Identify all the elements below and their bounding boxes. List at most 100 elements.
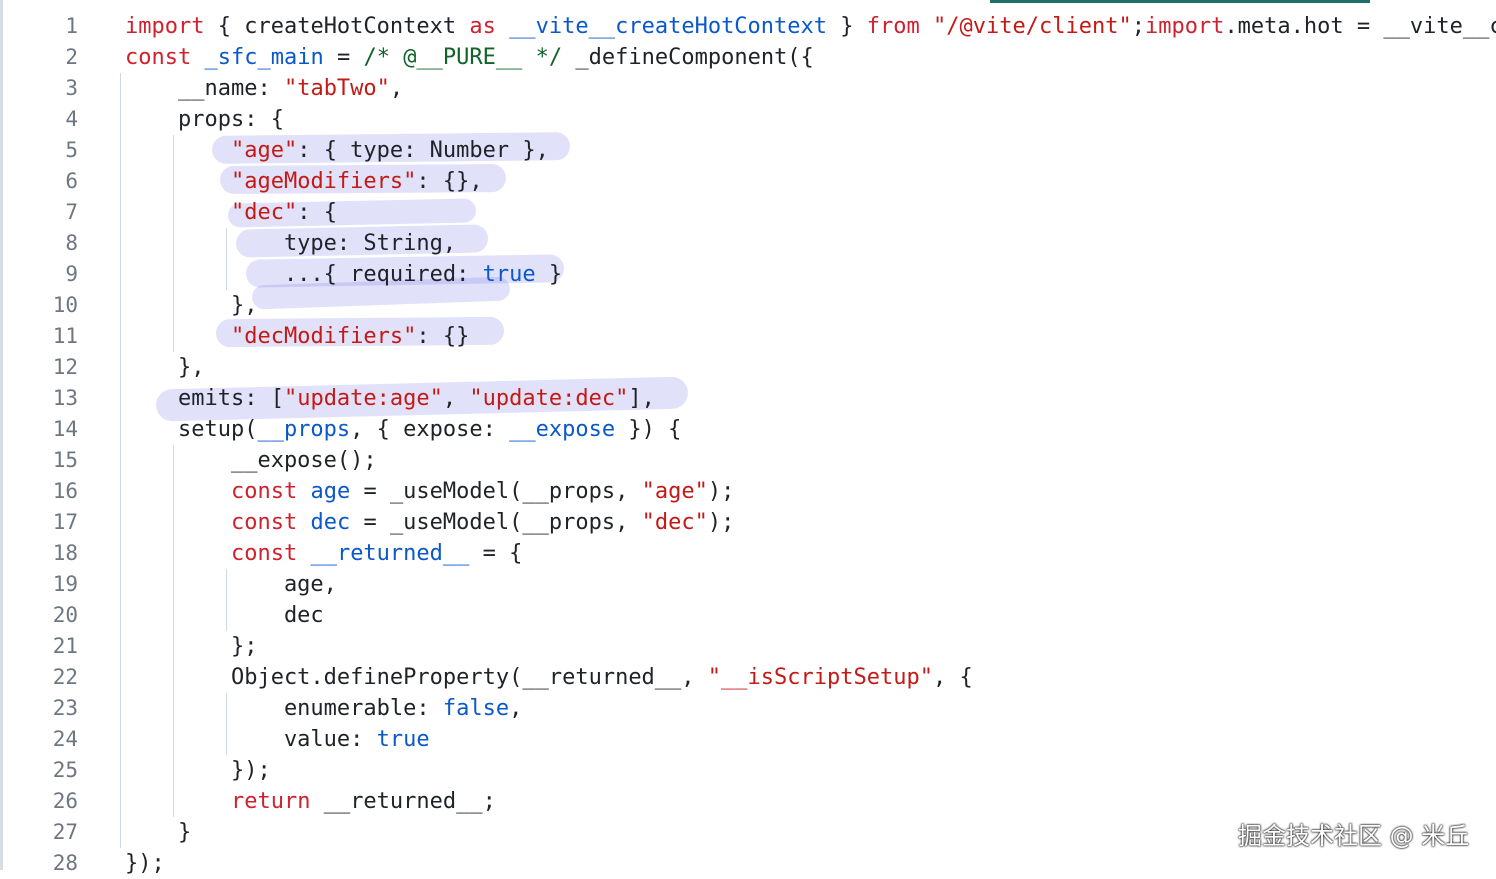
code-text: emits: ["update:age", "update:dec"], xyxy=(125,383,655,414)
code-token: }); xyxy=(125,851,165,876)
code-token: __expose(); xyxy=(125,448,377,473)
line-number: 7 xyxy=(65,200,78,224)
code-line[interactable]: 25 }); xyxy=(0,755,1496,786)
code-line[interactable]: 24 value: true xyxy=(0,724,1496,755)
code-line[interactable]: 27 } xyxy=(0,817,1496,848)
line-number: 25 xyxy=(52,758,78,782)
line-number: 6 xyxy=(65,169,78,193)
code-line[interactable]: 15 __expose(); xyxy=(0,445,1496,476)
code-text: const dec = _useModel(__props, "dec"); xyxy=(125,507,734,538)
line-number: 16 xyxy=(52,479,78,503)
code-token: .meta.hot = __vite__c xyxy=(1224,14,1496,39)
active-tab-indicator xyxy=(990,0,1370,3)
code-line[interactable]: 10 }, xyxy=(0,290,1496,321)
code-line[interactable]: 11 "decModifiers": {} xyxy=(0,321,1496,352)
code-token: _sfc_main xyxy=(204,45,324,70)
code-token: : { type: Number }, xyxy=(297,138,549,163)
code-line[interactable]: 23 enumerable: false, xyxy=(0,693,1496,724)
code-token: = { xyxy=(469,541,523,566)
code-token: type: String, xyxy=(125,231,457,256)
code-token: false xyxy=(442,696,510,721)
code-token: "decModifiers" xyxy=(230,324,417,349)
code-text: }); xyxy=(125,755,271,786)
line-number: 13 xyxy=(52,386,78,410)
line-number: 10 xyxy=(52,293,78,317)
code-token: } xyxy=(827,14,867,39)
line-number: 8 xyxy=(65,231,78,255)
code-line[interactable]: 7 "dec": { xyxy=(0,197,1496,228)
code-line[interactable]: 21 }; xyxy=(0,631,1496,662)
code-token: const xyxy=(230,541,298,566)
code-token xyxy=(920,14,933,39)
code-token: }, xyxy=(125,355,205,380)
code-token: "dec" xyxy=(641,510,708,535)
line-number: 3 xyxy=(65,76,78,100)
code-token: return xyxy=(230,789,311,814)
code-token: props: { xyxy=(125,107,284,132)
code-token: , { expose: xyxy=(350,417,510,442)
code-token: : {}, xyxy=(416,169,483,194)
code-token: __vite__createHotContext xyxy=(509,14,828,39)
line-number: 17 xyxy=(52,510,78,534)
code-token xyxy=(125,510,231,535)
code-text: setup(__props, { expose: __expose }) { xyxy=(125,414,681,445)
code-line[interactable]: 17 const dec = _useModel(__props, "dec")… xyxy=(0,507,1496,538)
code-line[interactable]: 22 Object.defineProperty(__returned__, "… xyxy=(0,662,1496,693)
line-number: 9 xyxy=(65,262,78,286)
code-line[interactable]: 3 __name: "tabTwo", xyxy=(0,73,1496,104)
code-line[interactable]: 20 dec xyxy=(0,600,1496,631)
code-token: __name: xyxy=(125,76,284,101)
line-number: 20 xyxy=(52,603,78,627)
code-line[interactable]: 19 age, xyxy=(0,569,1496,600)
code-line[interactable]: 5 "age": { type: Number }, xyxy=(0,135,1496,166)
code-token: import xyxy=(125,14,205,39)
watermark: 掘金技术社区 @ 米丘 xyxy=(1238,822,1470,850)
code-line[interactable]: 28}); xyxy=(0,848,1496,879)
code-token: "age" xyxy=(641,479,708,504)
code-token: value: xyxy=(125,727,377,752)
code-token xyxy=(125,479,231,504)
code-token xyxy=(297,541,310,566)
editor-left-border xyxy=(0,0,3,870)
code-token: age xyxy=(310,479,351,504)
line-number: 23 xyxy=(52,696,78,720)
line-number: 14 xyxy=(52,417,78,441)
code-text: dec xyxy=(125,600,324,631)
code-token: _defineComponent({ xyxy=(562,45,814,70)
code-token: , xyxy=(509,696,523,721)
code-line[interactable]: 12 }, xyxy=(0,352,1496,383)
code-token: }); xyxy=(125,758,271,783)
code-line[interactable]: 4 props: { xyxy=(0,104,1496,135)
code-token: const xyxy=(230,479,298,504)
code-token: "/@vite/client" xyxy=(933,14,1132,39)
code-token: enumerable: xyxy=(125,696,443,721)
line-number: 26 xyxy=(52,789,78,813)
code-text: } xyxy=(125,817,191,848)
code-line[interactable]: 16 const age = _useModel(__props, "age")… xyxy=(0,476,1496,507)
code-token: const xyxy=(230,510,298,535)
code-line[interactable]: 13 emits: ["update:age", "update:dec"], xyxy=(0,383,1496,414)
code-line[interactable]: 14 setup(__props, { expose: __expose }) … xyxy=(0,414,1496,445)
code-token: "update:age" xyxy=(283,386,443,411)
code-line[interactable]: 18 const __returned__ = { xyxy=(0,538,1496,569)
code-token: : { xyxy=(297,200,337,225)
code-token: const xyxy=(125,45,192,70)
code-text: "age": { type: Number }, xyxy=(125,135,549,166)
code-token: dec xyxy=(310,510,351,535)
code-line[interactable]: 9 ...{ required: true } xyxy=(0,259,1496,290)
code-token: __props xyxy=(257,417,351,442)
line-number: 24 xyxy=(52,727,78,751)
line-number: 22 xyxy=(52,665,78,689)
line-number: 18 xyxy=(52,541,78,565)
code-token: = xyxy=(323,45,364,70)
code-token xyxy=(125,324,231,349)
code-text: Object.defineProperty(__returned__, "__i… xyxy=(125,662,973,693)
code-token xyxy=(297,479,310,504)
code-line[interactable]: 8 type: String, xyxy=(0,228,1496,259)
code-line[interactable]: 6 "ageModifiers": {}, xyxy=(0,166,1496,197)
code-line[interactable]: 26 return __returned__; xyxy=(0,786,1496,817)
line-number: 19 xyxy=(52,572,78,596)
